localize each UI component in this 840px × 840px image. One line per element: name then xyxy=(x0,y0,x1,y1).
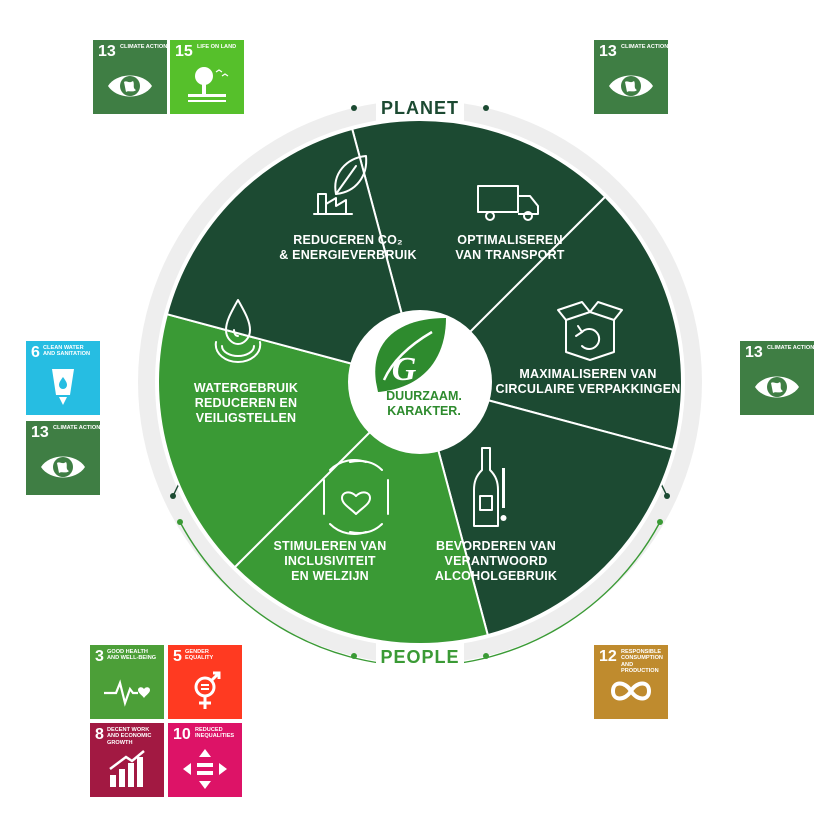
bottle-exclamation-icon xyxy=(473,447,507,527)
wheel-segment-planet xyxy=(418,380,675,637)
water-drop-icon xyxy=(214,299,262,363)
wheel-segment-planet xyxy=(165,127,422,384)
segment-label-line: MAXIMALISEREN VAN xyxy=(519,367,656,381)
segment-label-line: VEILIGSTELLEN xyxy=(196,411,297,425)
sdg-water-glass-icon xyxy=(52,369,74,405)
arc-dot xyxy=(483,105,489,111)
sdg-title: GENDER EQUALITY xyxy=(185,649,214,662)
recycle-box-icon xyxy=(557,301,623,361)
sdg-heartbeat-icon xyxy=(104,679,150,707)
segment-label-line: VAN TRANSPORT xyxy=(455,248,564,262)
arc-dot xyxy=(351,105,357,111)
sdg-eye-globe-icon xyxy=(41,456,85,478)
factory-leaf-icon xyxy=(313,155,368,215)
people-label-bg xyxy=(376,643,464,669)
sdg-title: REDUCED INEQUALITIES xyxy=(195,727,235,740)
segment-label-line: STIMULEREN VAN xyxy=(274,539,387,553)
sdg-number: 13 xyxy=(599,43,617,60)
planet-label: PLANET xyxy=(381,98,459,118)
people-label: PEOPLE xyxy=(380,647,459,667)
sdg-tile-climate-action: 13 CLIMATE ACTION xyxy=(26,421,100,495)
sdg-title: CLIMATE ACTION xyxy=(621,44,668,50)
arc-dot xyxy=(664,493,670,499)
svg-text:G: G xyxy=(392,351,417,388)
sdg-title: RESPONSIBLE CONSUMPTION AND PRODUCTION xyxy=(621,649,663,675)
truck-icon xyxy=(477,185,539,221)
sdg-equality-icon xyxy=(183,749,227,789)
sdg-number: 12 xyxy=(599,648,617,665)
sdg-eye-globe-icon xyxy=(755,376,799,398)
sdg-eye-globe-icon xyxy=(609,75,653,97)
arc-dot xyxy=(177,519,183,525)
segment-label: REDUCEREN CO₂& ENERGIEVERBRUIK xyxy=(279,233,416,262)
sdg-title: DECENT WORK AND ECONOMIC GROWTH xyxy=(107,727,152,746)
sdg-number: 6 xyxy=(31,344,40,361)
segment-label-line: & ENERGIEVERBRUIK xyxy=(279,248,416,262)
sdg-gender-icon xyxy=(194,671,221,709)
center-line-2: KARAKTER. xyxy=(387,404,461,418)
sdg-eye-globe-icon xyxy=(108,75,152,97)
sdg-number: 13 xyxy=(98,43,116,60)
segment-label-line: OPTIMALISEREN xyxy=(457,233,562,247)
arc-dot xyxy=(657,519,663,525)
sdg-title: LIFE ON LAND xyxy=(197,44,237,50)
sdg-number: 10 xyxy=(173,726,191,743)
segment-label-line: ALCOHOLGEBRUIK xyxy=(435,569,557,583)
arc-dot xyxy=(170,493,176,499)
segment-label-line: BEVORDEREN VAN xyxy=(436,539,556,553)
segment-label-line: WATERGEBRUIK xyxy=(194,381,298,395)
sdg-tile-climate-action: 13 CLIMATE ACTION xyxy=(594,40,668,114)
sdg-number: 13 xyxy=(31,424,49,441)
sdg-tile-climate-action: 13 CLIMATE ACTION xyxy=(740,341,814,415)
hands-heart-icon xyxy=(323,459,389,535)
arc-dot xyxy=(483,653,489,659)
sdg-title: GOOD HEALTH AND WELL-BEING xyxy=(107,649,157,662)
sdg-number: 8 xyxy=(95,726,104,743)
sdg-tree-icon xyxy=(188,67,229,102)
sdg-title: CLIMATE ACTION xyxy=(767,345,814,351)
center-line-1: DUURZAAM. xyxy=(386,389,462,403)
segment-label-line: EN WELZIJN xyxy=(291,569,369,583)
segment-label-line: REDUCEREN CO₂ xyxy=(293,233,403,247)
sdg-number: 5 xyxy=(173,648,182,665)
sdg-number: 13 xyxy=(745,344,763,361)
sdg-growth-icon xyxy=(109,750,145,787)
sdg-title: CLIMATE ACTION xyxy=(120,44,167,50)
arc-dot xyxy=(351,653,357,659)
segment-label-line: REDUCEREN EN xyxy=(195,396,297,410)
sdg-number: 15 xyxy=(175,43,193,60)
sdg-tile-climate-action: 13 CLIMATE ACTION xyxy=(93,40,167,114)
segment-label-line: VERANTWOORD xyxy=(445,554,548,568)
planet-label-bg xyxy=(376,95,464,121)
leaf-logo-icon: G xyxy=(375,318,446,392)
segments-group: REDUCEREN CO₂& ENERGIEVERBRUIK OPTIMALISE… xyxy=(157,119,683,645)
sdg-tile-life-on-land: 15 LIFE ON LAND xyxy=(170,40,244,114)
sdg-tile-reduced-inequalities: 10 REDUCED INEQUALITIES xyxy=(168,723,242,797)
segment-label-line: CIRCULAIRE VERPAKKINGEN xyxy=(496,382,681,396)
sdg-number: 3 xyxy=(95,648,104,665)
sdg-title: CLIMATE ACTION xyxy=(53,425,100,431)
sdg-infinity-icon xyxy=(610,681,652,701)
sdg-title: CLEAN WATER AND SANITATION xyxy=(43,345,91,358)
segment-label-line: INCLUSIVITEIT xyxy=(284,554,376,568)
